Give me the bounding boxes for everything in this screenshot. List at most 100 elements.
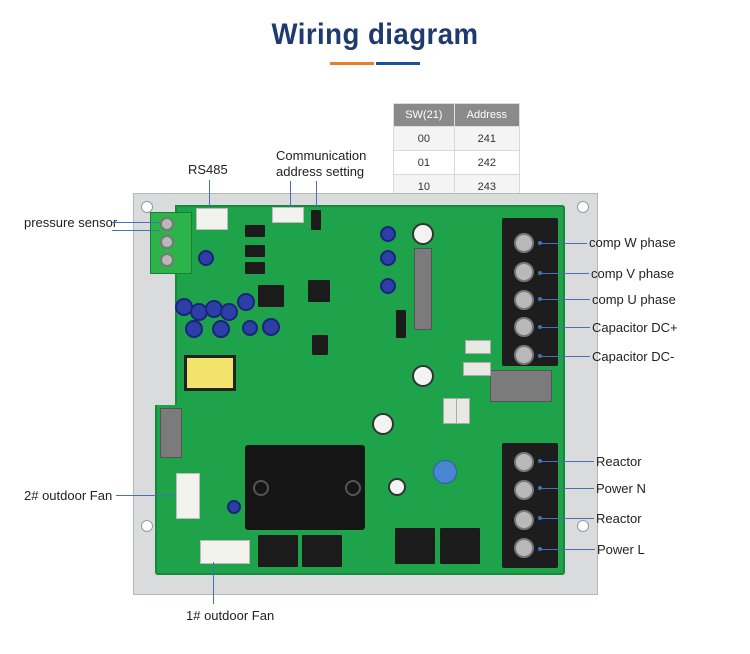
capacitor <box>262 318 280 336</box>
ic-chip <box>396 310 406 338</box>
ic-chip <box>258 285 284 307</box>
outdoor-fan-2-label: 2# outdoor Fan <box>24 488 113 503</box>
ic-chip <box>245 245 265 257</box>
ic-chip <box>312 335 328 355</box>
terminal-screw <box>160 235 174 249</box>
callout-line <box>213 562 214 604</box>
callout-line <box>316 181 317 209</box>
terminal-screw <box>514 317 534 337</box>
terminal-screw <box>514 452 534 472</box>
table-header: Address <box>453 103 521 127</box>
reactor-1-label: Reactor <box>596 454 642 469</box>
mount-pad <box>412 365 434 387</box>
mount-hole <box>577 201 589 213</box>
terminal-screw <box>514 510 534 530</box>
page-title: Wiring diagram <box>271 18 479 51</box>
callout-dot <box>538 271 542 275</box>
callout-line <box>540 549 595 550</box>
callout-dot <box>538 241 542 245</box>
table-header: SW(21) <box>393 103 455 127</box>
outdoor-fan-1-label: 1# outdoor Fan <box>186 608 275 623</box>
capacitor <box>380 226 396 242</box>
capacitor <box>212 320 230 338</box>
resistor <box>443 398 457 424</box>
callout-line <box>112 230 160 231</box>
capacitor <box>227 500 241 514</box>
resistor-block <box>414 248 432 330</box>
power-l-label: Power L <box>597 542 645 557</box>
capacitor <box>380 278 396 294</box>
terminal-screw <box>514 345 534 365</box>
relay-block <box>160 408 182 458</box>
callout-dot <box>538 547 542 551</box>
callout-line <box>540 327 590 328</box>
title-underline-orange <box>330 62 374 65</box>
resistor <box>465 340 491 354</box>
comm-label-line1: Communication <box>276 148 367 163</box>
fan-1-connector <box>200 540 250 564</box>
callout-line <box>540 356 590 357</box>
reactor-2-label: Reactor <box>596 511 642 526</box>
terminal-screw <box>514 262 534 282</box>
callout-line <box>116 495 176 496</box>
power-resistor <box>490 370 552 402</box>
callout-dot <box>538 297 542 301</box>
comp-u-label: comp U phase <box>592 292 676 307</box>
terminal-screw <box>514 233 534 253</box>
callout-dot <box>538 325 542 329</box>
relay <box>258 535 298 567</box>
callout-dot <box>538 459 542 463</box>
callout-dot <box>538 354 542 358</box>
callout-dot <box>538 486 542 490</box>
resistor <box>456 398 470 424</box>
module-screw <box>253 480 269 496</box>
pressure-sensor-label: pressure sensor <box>24 215 118 230</box>
callout-line <box>540 461 594 462</box>
callout-line <box>540 243 587 244</box>
resistor <box>463 362 491 376</box>
table-cell: 242 <box>453 150 521 175</box>
relay <box>395 528 435 564</box>
mount-pad <box>388 478 406 496</box>
callout-line <box>540 488 594 489</box>
blue-capacitor <box>433 460 457 484</box>
cap-dc-minus-label: Capacitor DC- <box>592 349 675 364</box>
capacitor <box>185 320 203 338</box>
terminal-screw <box>160 217 174 231</box>
fan-2-connector <box>176 473 200 519</box>
module-screw <box>345 480 361 496</box>
relay <box>302 535 342 567</box>
mount-pad <box>412 223 434 245</box>
ic-chip <box>245 225 265 237</box>
capacitor <box>242 320 258 336</box>
terminal-screw <box>160 253 174 267</box>
transformer <box>184 355 236 391</box>
capacitor <box>380 250 396 266</box>
table-cell: 00 <box>393 126 455 151</box>
terminal-screw <box>514 480 534 500</box>
dip-switch <box>311 210 321 230</box>
table-row: 01 242 <box>393 150 521 175</box>
rs485-connector <box>196 208 228 230</box>
address-connector <box>272 207 304 223</box>
table-cell: 241 <box>453 126 521 151</box>
cap-dc-plus-label: Capacitor DC+ <box>592 320 678 335</box>
title-underline-blue <box>376 62 420 65</box>
mcu-chip <box>308 280 330 302</box>
callout-line <box>540 273 589 274</box>
comp-w-label: comp W phase <box>589 235 676 250</box>
mount-hole <box>141 201 153 213</box>
comp-v-label: comp V phase <box>591 266 675 281</box>
comm-label-line2: address setting <box>276 164 365 179</box>
rs485-label: RS485 <box>188 162 228 177</box>
callout-line <box>112 222 160 223</box>
table-cell: 01 <box>393 150 455 175</box>
table-row: 00 241 <box>393 126 521 151</box>
capacitor <box>220 303 238 321</box>
callout-line <box>209 180 210 208</box>
terminal-screw <box>514 290 534 310</box>
callout-line <box>290 181 291 207</box>
ic-chip <box>245 262 265 274</box>
mount-pad <box>372 413 394 435</box>
callout-line <box>540 299 590 300</box>
